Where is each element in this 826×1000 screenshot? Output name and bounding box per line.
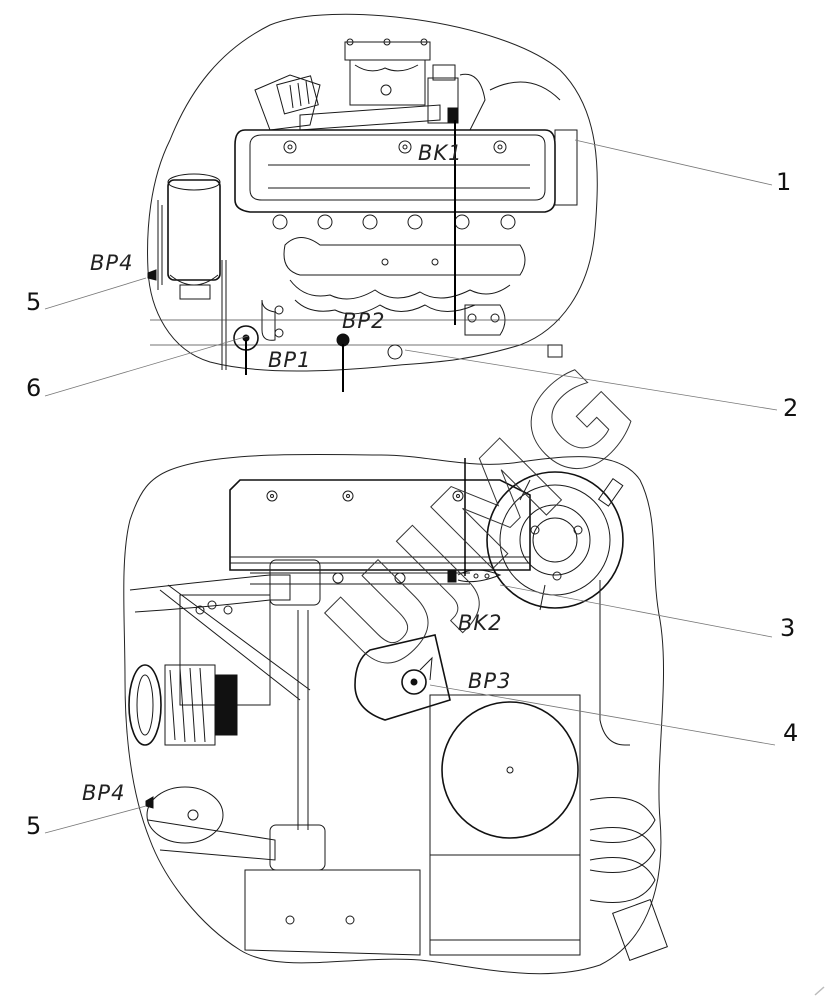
top-view-boundary xyxy=(147,13,598,372)
air-connector xyxy=(254,74,441,131)
label-bp4-bottom: BP4 xyxy=(82,781,125,805)
label-bp3: BP3 xyxy=(468,669,511,693)
leader-3 xyxy=(499,584,773,638)
leader-5-bottom xyxy=(44,805,147,834)
air-filter xyxy=(429,694,581,956)
starter-motor xyxy=(354,634,451,721)
leader-6 xyxy=(44,335,249,397)
callout-6: 6 xyxy=(26,374,41,402)
valve-cover-side xyxy=(229,479,531,571)
corner-mark xyxy=(814,986,825,996)
right-bracket xyxy=(554,129,578,206)
oil-filter xyxy=(157,173,221,300)
label-bk1: BK1 xyxy=(418,141,463,165)
alternator xyxy=(128,664,238,746)
exhaust-manifold xyxy=(261,214,526,341)
bp1-sensor xyxy=(233,325,259,375)
bp2-sensor xyxy=(336,333,350,392)
hose-clamp-upper xyxy=(269,559,321,606)
crank-pulley xyxy=(486,471,624,611)
hose-upper xyxy=(129,574,291,613)
front-view xyxy=(123,453,668,975)
leader-4 xyxy=(429,684,776,746)
leader-2 xyxy=(404,349,778,411)
label-bp1: BP1 xyxy=(268,348,311,372)
hose-clamp-lower xyxy=(269,824,326,871)
intake-manifold xyxy=(344,38,431,106)
callout-5-top: 5 xyxy=(26,288,41,316)
callout-1: 1 xyxy=(776,168,791,196)
front-view-boundary xyxy=(123,453,665,975)
leader-5-top xyxy=(44,277,147,310)
callout-3: 3 xyxy=(780,614,795,642)
bk1-connector xyxy=(427,64,561,131)
leader-1 xyxy=(574,139,773,186)
top-view xyxy=(147,13,598,392)
bp4-sensor-top xyxy=(147,269,157,281)
valve-cover xyxy=(234,129,556,213)
callout-5-bottom: 5 xyxy=(26,812,41,840)
label-bk2: BK2 xyxy=(458,611,503,635)
watermark: UJMG xyxy=(301,339,665,703)
intercooler-hose xyxy=(589,580,668,961)
label-bp4-top: BP4 xyxy=(90,251,133,275)
fuel-rail xyxy=(250,569,502,585)
oil-pan xyxy=(244,869,421,956)
bp4-sensor-bottom xyxy=(145,786,224,844)
label-bp2: BP2 xyxy=(342,309,385,333)
hose-lower xyxy=(147,819,276,861)
leader-lines xyxy=(44,139,778,834)
callout-4: 4 xyxy=(783,719,798,747)
callout-2: 2 xyxy=(783,394,798,422)
